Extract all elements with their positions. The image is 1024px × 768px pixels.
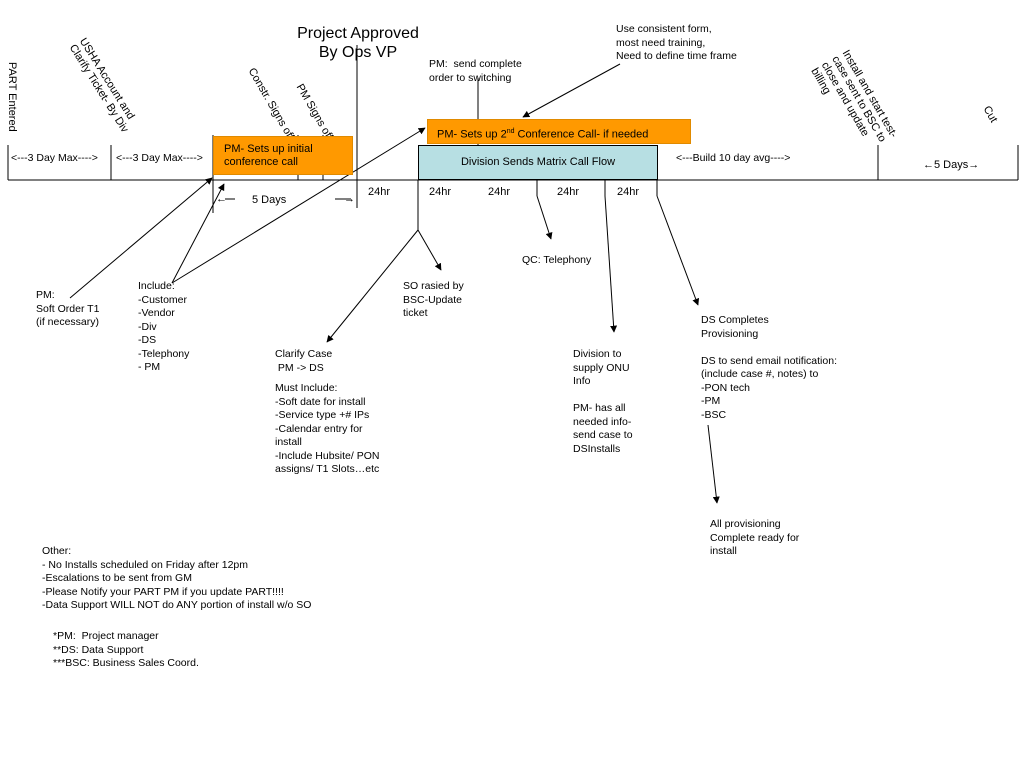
pm-second-conference-box: PM- Sets up 2nd Conference Call- if need… — [427, 119, 691, 144]
note-legend: *PM: Project manager **DS: Data Support … — [53, 630, 199, 669]
title-line-1: Project Approved — [297, 25, 419, 42]
note-include: Include: -Customer -Vendor -Div -DS -Tel… — [138, 280, 190, 373]
timeline-3-day-max-2: <---3 Day Max----> — [116, 152, 203, 164]
timeline-24hr-4: 24hr — [557, 186, 580, 198]
arrow-ds-completes — [656, 195, 700, 306]
note-pm-send-complete: PM: send complete order to switching — [429, 58, 522, 84]
timeline-24hr-5: 24hr — [617, 186, 640, 198]
arrow-all-provisioning — [707, 424, 720, 504]
division-matrix-box: Division Sends Matrix Call Flow — [418, 145, 658, 180]
note-other: Other: - No Installs scheduled on Friday… — [42, 545, 312, 611]
arrow-include-1 — [171, 183, 225, 284]
label-part-entered: PART Entered — [6, 62, 18, 132]
timeline-5-days: 5 Days — [252, 194, 287, 206]
note-clarify-case: Clarify Case PM -> DS — [275, 348, 333, 374]
note-division-supply: Division to supply ONU Info PM- has all … — [573, 348, 633, 455]
note-must-include: Must Include: -Soft date for install -Se… — [275, 382, 380, 475]
timeline-24hr-2: 24hr — [429, 186, 452, 198]
arrow-qc — [536, 195, 553, 240]
note-consistent-form: Use consistent form, most need training,… — [616, 23, 737, 62]
timeline-24hr-1: 24hr — [368, 186, 391, 198]
timeline-5-days-end: ←5 Days→ — [923, 159, 980, 171]
arrow-division-supply — [604, 195, 618, 333]
title-line-2: By Ops VP — [318, 44, 398, 61]
arrow-so-raised — [417, 229, 442, 271]
arrow-soft-order — [69, 177, 213, 299]
note-pm-soft-order: PM: Soft Order T1 (if necessary) — [36, 289, 100, 328]
arrow-consistent-form — [522, 63, 621, 118]
title: Project Approved By Ops VP — [280, 24, 436, 62]
arrow-clarify — [326, 229, 419, 343]
note-so-raised: SO rasied by BSC-Update ticket — [403, 280, 464, 319]
timeline-3-day-max-1: <---3 Day Max----> — [11, 152, 98, 164]
note-ds-completes: DS Completes Provisioning DS to send ema… — [701, 314, 837, 421]
pm-initial-conference-box: PM- Sets up initial conference call — [213, 136, 353, 175]
arrow-include-2 — [171, 127, 426, 284]
timeline-24hr-3: 24hr — [488, 186, 511, 198]
arrow-right-glyph: → — [344, 193, 355, 205]
timeline-build-10-day: <---Build 10 day avg----> — [676, 152, 791, 164]
note-qc-telephony: QC: Telephony — [522, 254, 592, 266]
note-all-provisioning: All provisioning Complete ready for inst… — [710, 518, 800, 557]
arrow-left-glyph: ← — [216, 193, 227, 205]
